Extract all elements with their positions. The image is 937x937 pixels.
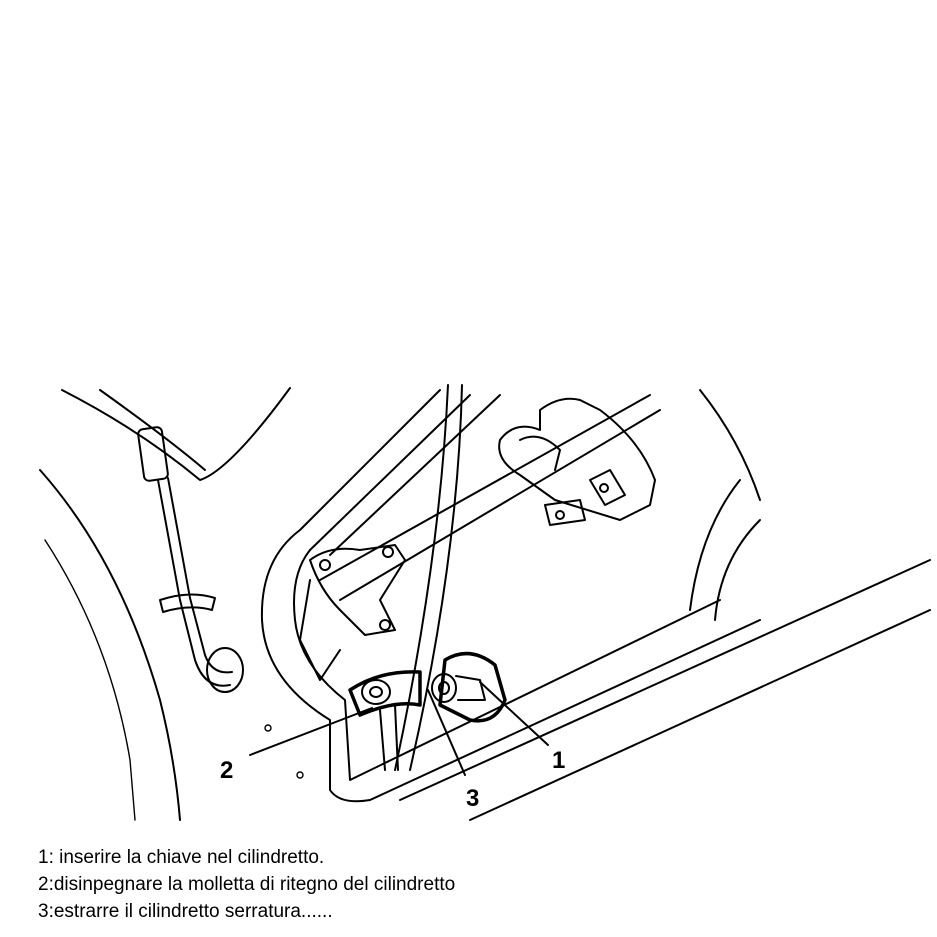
callout-leaders [249, 681, 549, 776]
fastener-holes [264, 724, 304, 779]
caption-step-3: 3:estrarre il cilindretto serratura.....… [38, 901, 333, 922]
callout-1: 1 [552, 747, 565, 774]
leader-line-3 [427, 689, 466, 776]
rod [394, 384, 463, 771]
caption-step-2: 2:disinpegnare la molletta di ritegno de… [38, 874, 456, 895]
caption-step-1: 1: inserire la chiave nel cilindretto. [38, 847, 325, 868]
door-frame [260, 389, 931, 821]
gas-strut [137, 426, 244, 693]
callout-2: 2 [220, 757, 233, 784]
leader-line-2 [249, 707, 373, 756]
lock-cylinder-assembly [348, 651, 507, 771]
car-body-outline [39, 387, 291, 821]
leader-line-1 [479, 681, 549, 746]
latch-mechanism [299, 397, 656, 681]
callout-3: 3 [466, 785, 479, 812]
